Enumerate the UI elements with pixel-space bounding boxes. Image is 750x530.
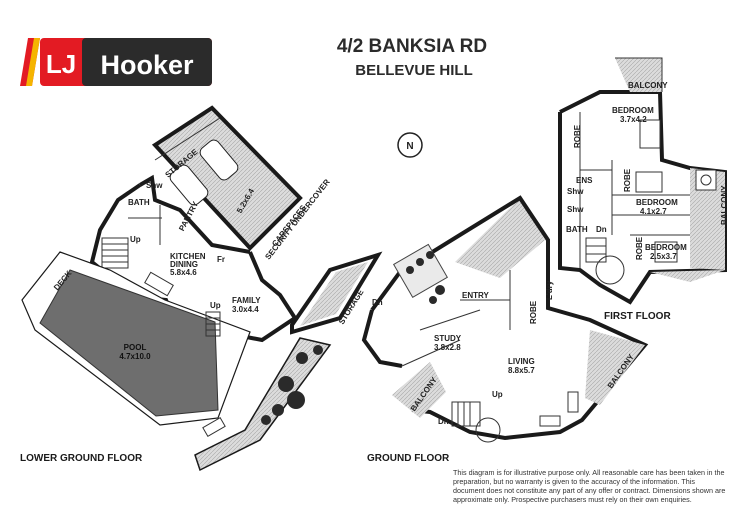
fr-label: Fr: [217, 255, 225, 264]
pool-label: POOL: [124, 343, 147, 352]
first-balcony-top: BALCONY: [628, 81, 668, 90]
ground-dn2-label: Dn: [438, 417, 449, 426]
stairs-icon: [451, 401, 501, 443]
up-label-2: Up: [210, 301, 221, 310]
bath-label: BATH: [128, 198, 150, 207]
planter-icon: [392, 243, 449, 304]
ground-up-label: Up: [492, 390, 503, 399]
ldry-label: L'dry: [545, 280, 554, 300]
ground-floor-plan: Dn ENTRY L'dry ROBE STUDY 3.8x2.8 LIVING…: [361, 195, 649, 443]
bed2-dim: 4.1x2.7: [640, 207, 667, 216]
up-label-1: Up: [130, 235, 141, 244]
living-label: LIVING: [508, 357, 535, 366]
bed2-label: BEDROOM: [636, 198, 678, 207]
study-label: STUDY: [434, 334, 462, 343]
robe3-label: ROBE: [635, 236, 644, 260]
logo-mark: LJ: [46, 49, 76, 79]
address-line-1: 4/2 BANKSIA RD: [337, 36, 487, 57]
kitchen-label: KITCHEN: [170, 252, 206, 261]
bed-icon: [635, 119, 678, 263]
robe2-label: ROBE: [623, 168, 632, 192]
kitchen-dim: 5.8x4.6: [170, 268, 197, 277]
car-icon: [169, 139, 239, 206]
outdoor-seat-icon: [202, 416, 226, 438]
compass-letter: N: [406, 141, 413, 152]
entry-label: ENTRY: [462, 291, 489, 300]
outdoor-table-icon: [695, 169, 717, 191]
family-dim: 3.0x4.4: [232, 305, 259, 314]
stairs-icon: [585, 237, 625, 285]
first-balcony-side: BALCONY: [720, 185, 729, 225]
bed1-dim: 3.7x4.2: [620, 115, 647, 124]
lower-ground-floor-plan: STORAGE 5.2x6.4 SECURITY UNDERCOVER CARS…: [21, 105, 383, 472]
lower-floor-title: LOWER GROUND FLOOR: [20, 453, 143, 464]
shw-label: Shw: [146, 181, 163, 190]
bed1-label: BEDROOM: [612, 106, 654, 115]
disclaimer: This diagram is for illustrative purpose…: [453, 468, 726, 504]
first-floor-title: FIRST FLOOR: [604, 311, 671, 322]
robe1-label: ROBE: [573, 124, 582, 148]
ens-label: ENS: [576, 176, 593, 185]
stairs-icon: [101, 237, 129, 269]
study-dim: 3.8x2.8: [434, 343, 461, 352]
bed3-label: BEDROOM: [645, 243, 687, 252]
dining-label: DINING: [170, 260, 198, 269]
shw2-label: Shw: [567, 205, 584, 214]
lj-hooker-logo: LJ Hooker: [20, 38, 212, 86]
tree-icon: [261, 345, 323, 425]
ground-robe-label: ROBE: [529, 300, 538, 324]
first-dn-label: Dn: [596, 225, 607, 234]
shw1-label: Shw: [567, 187, 584, 196]
first-bath-label: BATH: [566, 225, 588, 234]
living-dim: 8.8x5.7: [508, 366, 535, 375]
first-floor-plan: BALCONY BEDROOM 3.7x4.2 ROBE ENS Shw Shw…: [558, 57, 729, 305]
dining-table-icon: [144, 271, 174, 297]
logo-text: Hooker: [100, 50, 194, 80]
pool-dim: 4.7x10.0: [119, 352, 151, 361]
ground-dn-label: Dn: [372, 298, 383, 307]
ground-floor-title: GROUND FLOOR: [367, 453, 450, 464]
north-compass-icon: N: [397, 132, 423, 158]
bed3-dim: 2.5x3.7: [650, 252, 677, 261]
address-line-2: BELLEVUE HILL: [355, 62, 473, 79]
sofa-icon: [539, 391, 579, 427]
family-label: FAMILY: [232, 296, 261, 305]
stairs-icon: [205, 311, 221, 337]
